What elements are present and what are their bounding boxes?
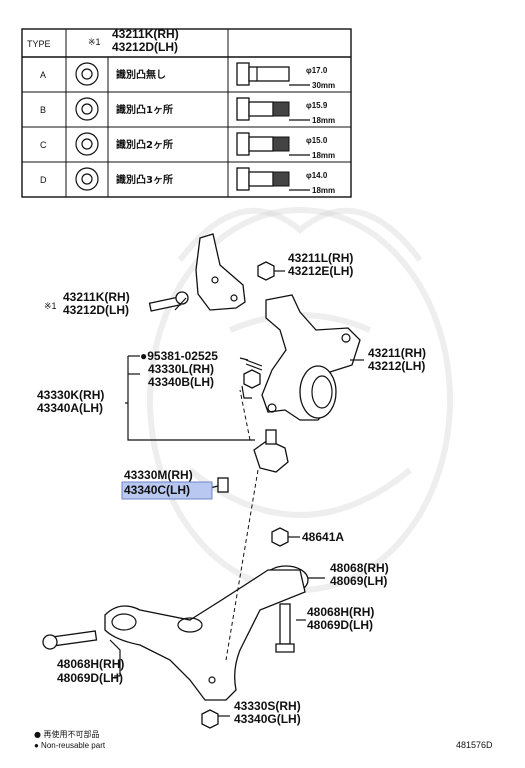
label-95381[interactable]: ●95381-02525 bbox=[140, 349, 218, 363]
label-43212e[interactable]: 43212E(LH) bbox=[288, 264, 353, 278]
legend-line-jp: ● 再使用不可部品 bbox=[34, 729, 100, 739]
label-43212d[interactable]: 43212D(LH) bbox=[63, 303, 129, 317]
nut-icon bbox=[271, 527, 289, 547]
table-header-mark: ※1 bbox=[88, 37, 101, 47]
table-row: D 識別凸3ヶ所 φ14.0 18mm bbox=[40, 167, 335, 195]
row-type-b: B bbox=[40, 105, 46, 115]
table-row: B 識別凸1ヶ所 φ15.9 18mm bbox=[40, 97, 335, 125]
label-43211k[interactable]: 43211K(RH) bbox=[63, 290, 130, 304]
selected-part-highlight bbox=[121, 481, 213, 500]
label-43340b[interactable]: 43340B(LH) bbox=[148, 375, 214, 389]
bolt-43340c-icon bbox=[217, 477, 229, 493]
label-48069[interactable]: 48069(LH) bbox=[330, 574, 387, 588]
spec-table: TYPE ※1 43211K(RH) 43212D(LH) A 識別凸無し φ1… bbox=[21, 27, 352, 198]
label-43330s[interactable]: 43330S(RH) bbox=[234, 699, 301, 713]
lower-arm-drawing bbox=[104, 569, 306, 701]
bolt-profile-icon bbox=[236, 167, 310, 191]
strut-drawing bbox=[195, 233, 246, 311]
washer-icon bbox=[75, 97, 99, 121]
part-labels: 43211L(RH) 43212E(LH) ※1 43211K(RH) 4321… bbox=[37, 251, 426, 726]
legend-line-en: ● Non-reusable part bbox=[34, 741, 106, 750]
label-mark1: ※1 bbox=[44, 301, 57, 311]
ball-joint-drawing bbox=[253, 429, 289, 473]
row-type-a: A bbox=[40, 70, 46, 80]
row-dia-d: φ14.0 bbox=[306, 171, 328, 180]
label-48069d-left[interactable]: 48069D(LH) bbox=[57, 671, 123, 685]
nut-icon bbox=[201, 709, 219, 729]
label-48068h-left[interactable]: 48068H(RH) bbox=[57, 657, 124, 671]
nut-icon bbox=[257, 261, 275, 281]
diagram-id: 481576D bbox=[456, 740, 493, 750]
row-desc-d: 識別凸3ヶ所 bbox=[116, 173, 173, 186]
label-48068[interactable]: 48068(RH) bbox=[330, 561, 389, 575]
bolt-48068h-left-drawing bbox=[42, 630, 98, 650]
label-43340c[interactable]: 43340C(LH) bbox=[124, 483, 190, 497]
label-43340a[interactable]: 43340A(LH) bbox=[37, 401, 103, 415]
row-desc-c: 識別凸2ヶ所 bbox=[116, 138, 173, 151]
label-43330k[interactable]: 43330K(RH) bbox=[37, 388, 104, 402]
leader-lines bbox=[109, 270, 364, 717]
row-len-b: 18mm bbox=[312, 116, 335, 125]
table-header-type: TYPE bbox=[27, 39, 51, 49]
label-48641a[interactable]: 48641A bbox=[302, 530, 344, 544]
row-dia-a: φ17.0 bbox=[306, 66, 328, 75]
label-48069d-right[interactable]: 48069D(LH) bbox=[307, 618, 373, 632]
label-43330l[interactable]: 43330L(RH) bbox=[148, 362, 214, 376]
table-row: A 識別凸無し φ17.0 30mm bbox=[40, 62, 335, 90]
washer-icon bbox=[75, 62, 99, 86]
table-row: C 識別凸2ヶ所 φ15.0 18mm bbox=[40, 132, 335, 160]
label-43212[interactable]: 43212(LH) bbox=[368, 359, 425, 373]
row-dia-c: φ15.0 bbox=[306, 136, 328, 145]
row-len-c: 18mm bbox=[312, 151, 335, 160]
label-43211l[interactable]: 43211L(RH) bbox=[288, 251, 353, 265]
bolt-43211k-drawing bbox=[148, 291, 189, 312]
label-48068h-right[interactable]: 48068H(RH) bbox=[307, 605, 374, 619]
bolt-48068h-right-drawing bbox=[275, 603, 295, 653]
row-type-d: D bbox=[40, 175, 47, 185]
row-len-a: 30mm bbox=[312, 81, 335, 90]
castle-nut-icon bbox=[243, 369, 261, 389]
table-header-part-lh: 43212D(LH) bbox=[112, 40, 178, 54]
label-43330m[interactable]: 43330M(RH) bbox=[124, 468, 193, 482]
bolt-profile-icon bbox=[236, 97, 310, 121]
knuckle-drawing bbox=[261, 294, 361, 421]
row-desc-a: 識別凸無し bbox=[116, 68, 166, 81]
row-len-d: 18mm bbox=[312, 186, 335, 195]
cotter-pin-icon bbox=[245, 359, 263, 371]
bolt-profile-icon bbox=[236, 62, 310, 86]
label-43211[interactable]: 43211(RH) bbox=[368, 346, 426, 360]
table-header-part-rh: 43211K(RH) bbox=[112, 27, 179, 41]
bolt-profile-icon bbox=[236, 132, 310, 156]
row-dia-b: φ15.9 bbox=[306, 101, 328, 110]
washer-icon bbox=[75, 167, 99, 191]
row-desc-b: 識別凸1ヶ所 bbox=[116, 103, 173, 116]
washer-icon bbox=[75, 132, 99, 156]
label-43340g[interactable]: 43340G(LH) bbox=[234, 712, 301, 726]
row-type-c: C bbox=[40, 140, 47, 150]
